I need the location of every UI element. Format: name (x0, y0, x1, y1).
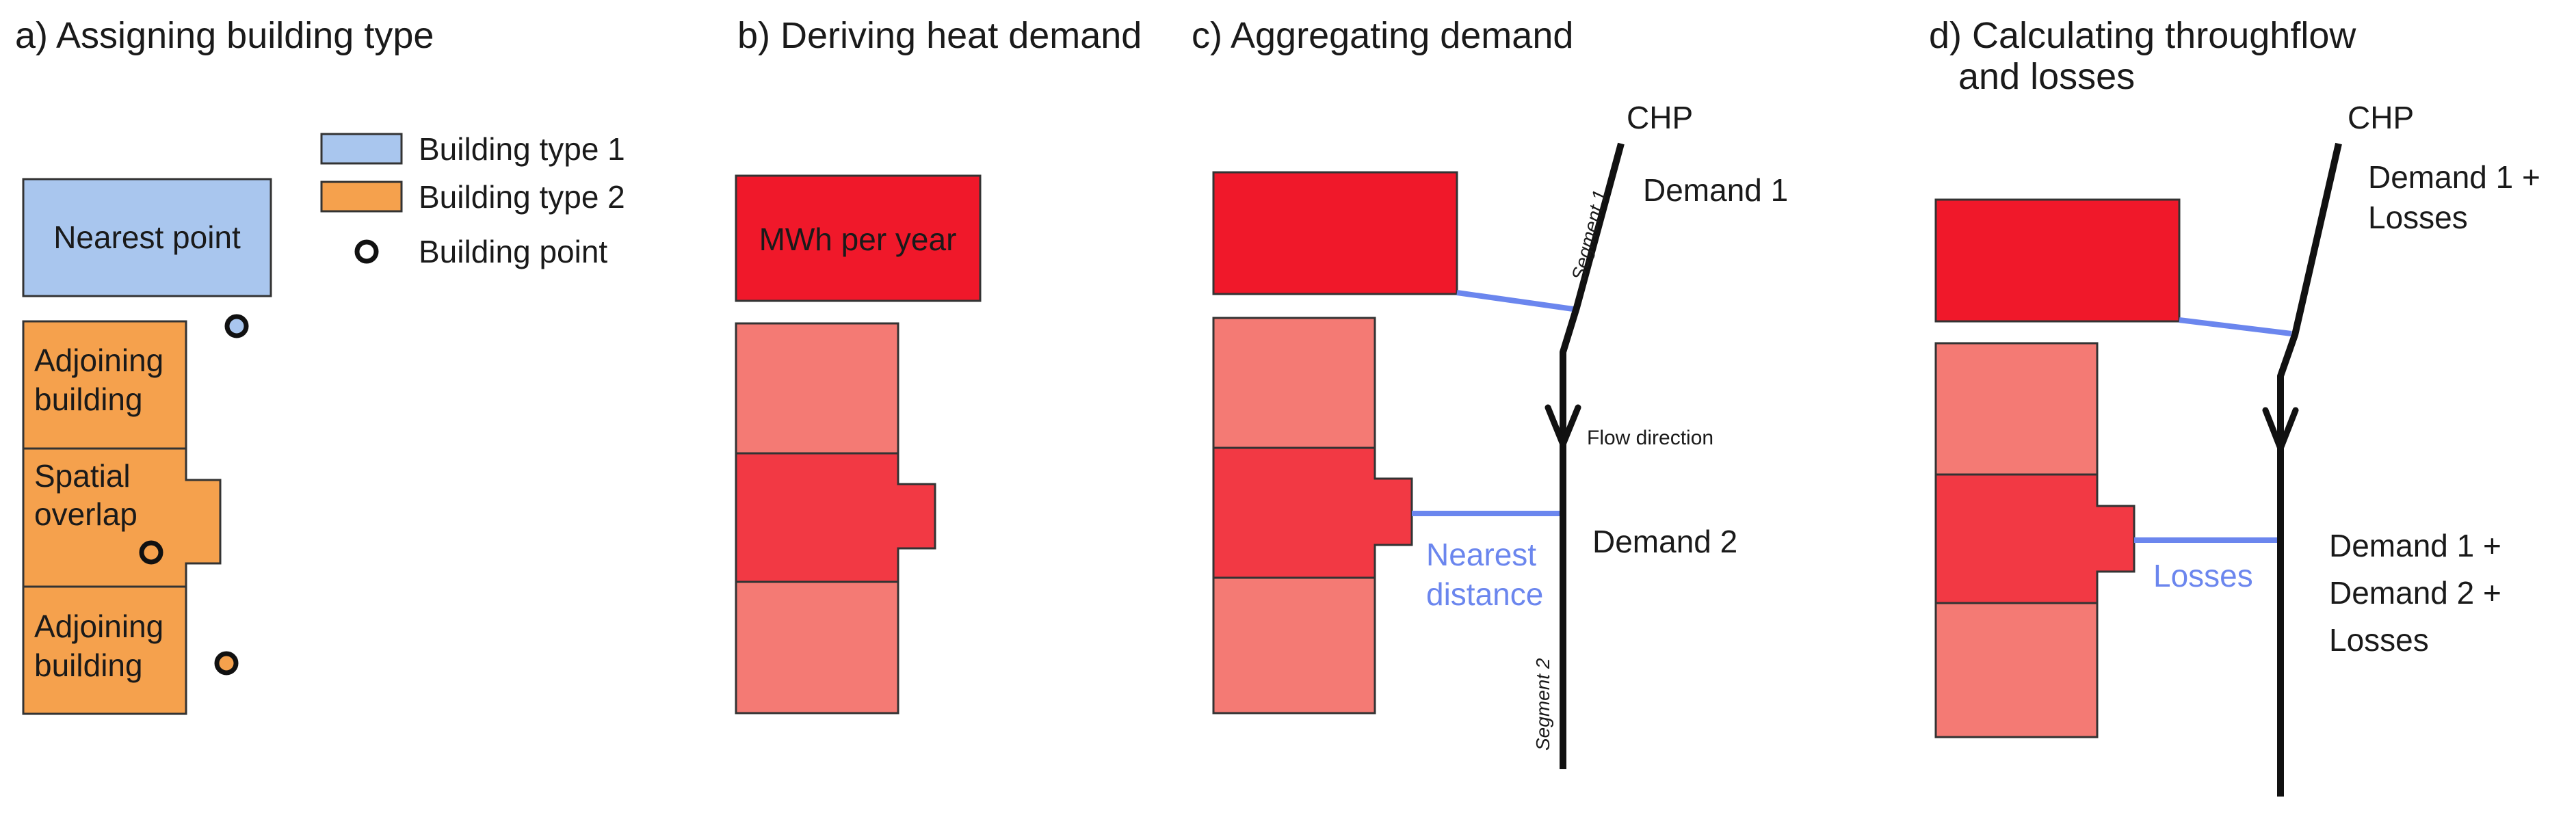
legend-type1-label: Building type 1 (419, 131, 625, 167)
chp-label: CHP (2348, 100, 2414, 135)
segment2-label: Segment 2 (1532, 658, 1553, 751)
building-light-bottom (1212, 576, 1376, 714)
demand1-building (1212, 171, 1458, 295)
nearest-distance-line1: Nearest (1426, 537, 1536, 572)
legend: Building type 1 Building type 2 Building… (320, 131, 625, 269)
legend-swatch-type2 (320, 181, 403, 213)
flow-direction-label: Flow direction (1587, 427, 1713, 449)
losses-label: Losses (2153, 558, 2253, 593)
building-medium (735, 452, 936, 583)
legend-point-label: Building point (419, 234, 607, 269)
adjoining-building-bottom (22, 585, 187, 715)
connector-line-1 (1456, 290, 1574, 312)
demand1-building (1934, 198, 2181, 323)
building-light-top (1212, 317, 1376, 449)
demand2-building (1212, 446, 1413, 579)
demand-bottom-line3: Losses (2329, 622, 2429, 658)
building-type1-rect (22, 178, 272, 297)
network-line (2277, 142, 2342, 797)
building-light-top (1934, 342, 2099, 476)
mwh-per-year-label: MWh per year (759, 222, 957, 257)
building-light-top (735, 322, 899, 455)
network-line (1560, 142, 1625, 769)
building-light-bottom (735, 580, 899, 714)
building-light-bottom (1934, 602, 2099, 738)
adjoining-building-top (22, 320, 187, 450)
flow-direction-arrow (2262, 407, 2299, 452)
spatial-overlap-line1: Spatial (34, 458, 131, 494)
spatial-overlap-line2: overlap (34, 496, 137, 532)
panel-b: b) Deriving heat demand MWh per year (735, 15, 1142, 714)
nearest-point-label: Nearest point (53, 219, 241, 255)
heat-demand-building (735, 174, 982, 302)
demand-bottom-line2: Demand 2 + (2329, 575, 2501, 611)
legend-type2-label: Building type 2 (419, 179, 625, 215)
adjoining-top-line1: Adjoining (34, 343, 163, 378)
panel-d-title-line2: and losses (1958, 56, 2135, 97)
panel-b-title: b) Deriving heat demand (737, 15, 1142, 56)
demand2-building (1934, 473, 2135, 604)
legend-swatch-type1 (320, 133, 403, 165)
connector-line-1 (2179, 317, 2292, 336)
building-point-overlap (139, 540, 163, 565)
building-point-blue (224, 314, 249, 338)
panel-a-title: a) Assigning building type (15, 15, 434, 56)
chp-label: CHP (1627, 100, 1693, 135)
nearest-distance-line2: distance (1426, 576, 1543, 612)
demand1-label: Demand 1 (1643, 172, 1788, 208)
demand-bottom-line1: Demand 1 + (2329, 528, 2501, 563)
panel-a: a) Assigning building type Nearest point… (15, 15, 625, 715)
adjoining-bottom-line2: building (34, 647, 143, 683)
building-point-orange (214, 651, 239, 676)
panel-d: d) Calculating throughflow and losses CH… (1929, 15, 2540, 797)
adjoining-top-line2: building (34, 382, 143, 417)
demand2-label: Demand 2 (1592, 524, 1737, 559)
segment1-label: Segment 1 (1568, 188, 1611, 283)
demand-top-line1: Demand 1 + (2368, 159, 2540, 195)
panel-d-title-line1: d) Calculating throughflow (1929, 15, 2356, 56)
flow-direction-arrow (1545, 404, 1581, 448)
demand-top-line2: Losses (2368, 200, 2468, 235)
adjoining-bottom-line1: Adjoining (34, 609, 163, 644)
panel-c-title: c) Aggregating demand (1192, 15, 1573, 56)
panel-c: c) Aggregating demand CHP Demand 1 Segme… (1192, 15, 1788, 769)
legend-point-symbol (354, 239, 379, 264)
